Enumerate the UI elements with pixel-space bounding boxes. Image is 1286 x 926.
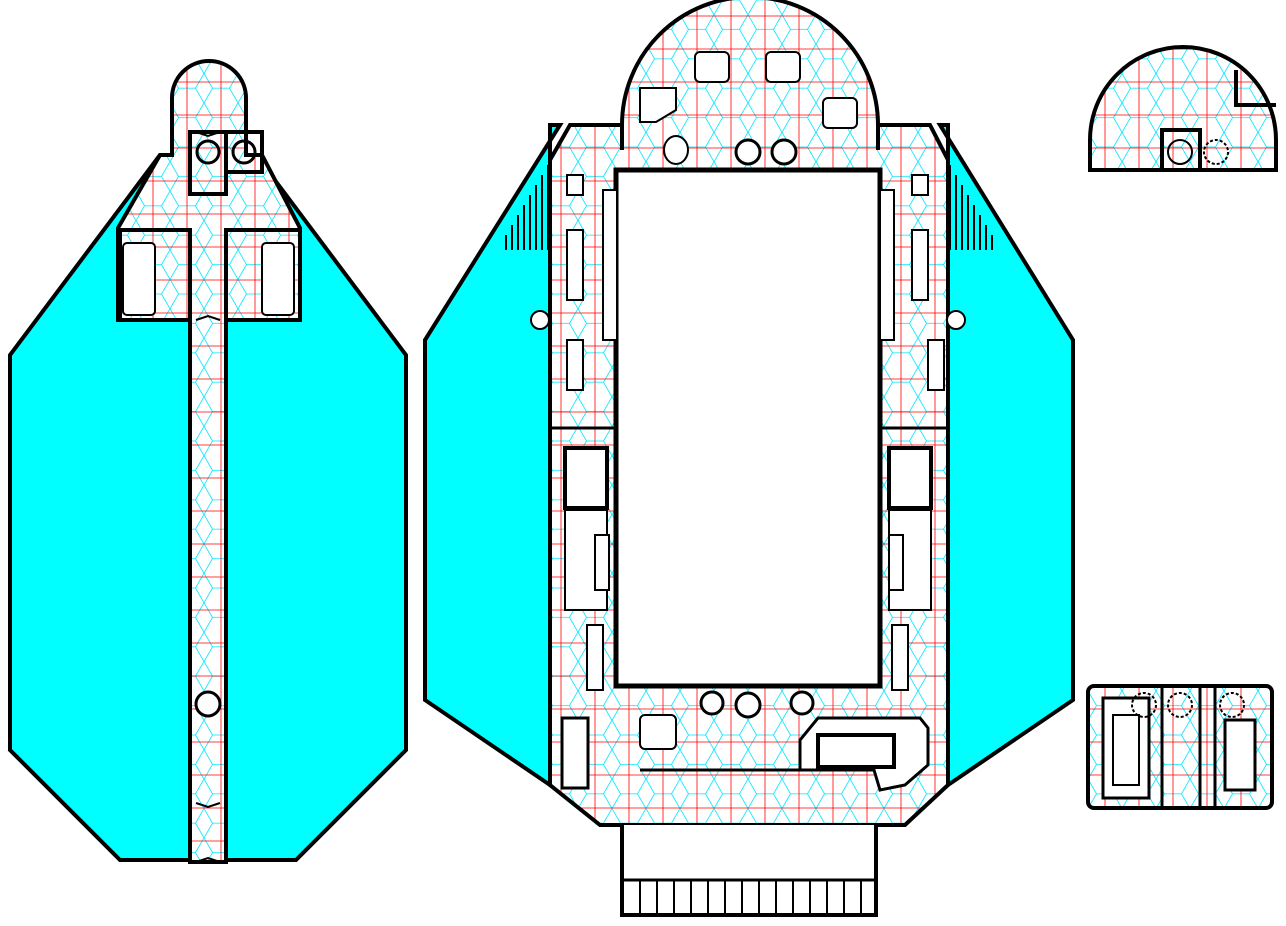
ramp-slats <box>639 880 862 915</box>
upper-module <box>1088 45 1278 172</box>
stateroom-right <box>224 228 302 322</box>
wing-vents <box>505 165 993 250</box>
toilet-icon <box>663 135 689 165</box>
bed-icon <box>122 242 156 316</box>
stateroom-left <box>118 228 192 322</box>
seat-icon <box>822 97 858 129</box>
seat-icon <box>639 714 677 750</box>
hatch-icon[interactable] <box>770 138 798 166</box>
cargo-ramp[interactable] <box>620 825 878 917</box>
hatch-icon[interactable] <box>1167 692 1193 718</box>
cargo-hold <box>613 167 883 689</box>
locker-room <box>224 130 264 174</box>
door-icon[interactable] <box>195 131 221 863</box>
hatch-icon[interactable] <box>789 690 815 716</box>
lower-module <box>1086 684 1274 810</box>
seat-icon <box>694 51 730 83</box>
equipment-right <box>879 174 945 691</box>
hatch-icon[interactable] <box>1203 139 1229 165</box>
middle-right-wing <box>936 123 1075 789</box>
hatch-icon[interactable] <box>946 310 966 330</box>
engine-icon <box>816 733 896 769</box>
equipment <box>1223 718 1257 792</box>
hatch-icon[interactable] <box>1167 139 1193 165</box>
hatch-icon[interactable] <box>734 691 762 719</box>
equipment-left <box>560 174 618 790</box>
hatch-icon[interactable] <box>1219 692 1245 718</box>
hatch-icon[interactable] <box>530 310 550 330</box>
bed-icon <box>261 242 295 316</box>
middle-ship <box>423 0 1075 917</box>
hatch-icon[interactable] <box>195 139 221 165</box>
hatch-icon[interactable] <box>699 690 725 716</box>
left-ship <box>8 59 408 864</box>
hatch-icon[interactable] <box>194 690 222 718</box>
hatch-icon[interactable] <box>1131 692 1157 718</box>
hatch-icon[interactable] <box>231 139 257 165</box>
shower-icon <box>639 87 677 123</box>
hatch-icon[interactable] <box>734 138 762 166</box>
seat-icon <box>765 51 801 83</box>
middle-left-wing <box>423 123 564 789</box>
